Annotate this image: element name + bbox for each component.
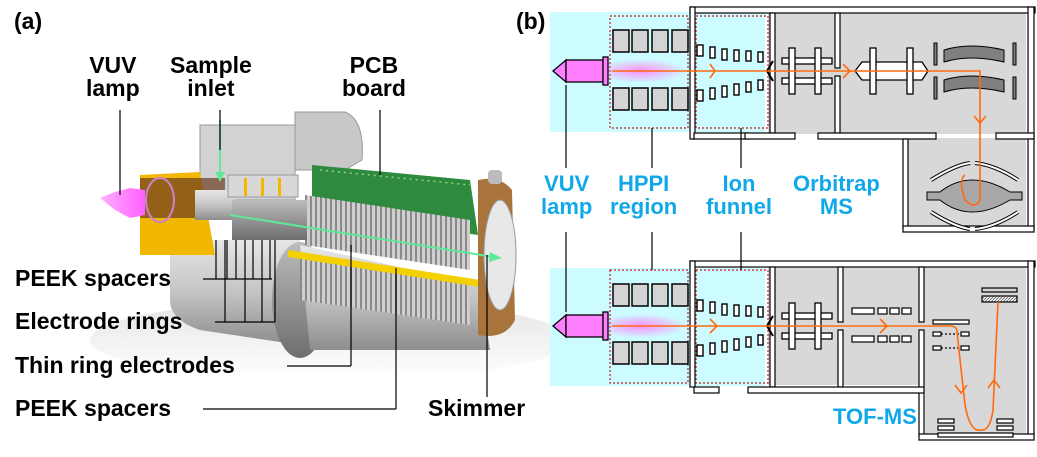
label-skimmer: Skimmer <box>428 395 526 421</box>
peek-spacer-rod <box>288 250 480 287</box>
panel-a-letter: (a) <box>14 8 43 34</box>
reflectron <box>937 418 1014 438</box>
label-peek-spacers-2: PEEK spacers <box>15 395 171 421</box>
tof-detector <box>981 287 1018 303</box>
pcb-traces <box>319 169 471 186</box>
label-peek-spacers-1: PEEK spacers <box>15 265 171 291</box>
thin-ring-electrode-stack-upper <box>305 195 470 270</box>
label-line: VUV <box>89 52 137 78</box>
vuv-lamp-bulb <box>100 188 145 218</box>
panel-a-leader-lines <box>119 110 488 410</box>
c-trap <box>933 42 1017 100</box>
label-line: Sample <box>170 52 252 78</box>
label-line: PCB <box>349 52 399 78</box>
label-orbitrap-ms: Orbitrap MS <box>793 172 880 218</box>
panel-b-schematic <box>550 6 1036 441</box>
vacuum-chamber-bottom <box>768 265 1026 385</box>
label-line: board <box>342 75 406 101</box>
label-sample-inlet: Sample inlet <box>170 54 252 100</box>
flange-bolt <box>488 170 502 184</box>
label-pcb-board: PCB board <box>342 54 406 100</box>
electrode-rings-stack <box>227 174 307 240</box>
ion-path-orbitrap <box>612 63 987 206</box>
ion-funnel-electrodes-bottom <box>696 299 764 357</box>
vuv-lamp-schematic-top <box>551 56 609 86</box>
label-vuv-lamp-a: VUV lamp <box>86 54 140 100</box>
label-line: MS <box>819 194 853 220</box>
label-line: region <box>610 194 678 220</box>
label-line: funnel <box>706 194 772 220</box>
outer-housing <box>170 240 300 345</box>
label-line: lamp <box>541 194 593 220</box>
label-line: Orbitrap <box>793 171 880 196</box>
label-tof-ms: TOF-MS <box>833 404 917 429</box>
vuv-lamp-schematic-bottom <box>551 311 609 341</box>
label-thin-ring-electrodes: Thin ring electrodes <box>15 352 235 378</box>
label-line: HPPI <box>617 171 670 196</box>
label-line: inlet <box>187 75 235 101</box>
orbitrap-configuration <box>550 6 1036 233</box>
label-hppi-region: HPPI region <box>610 172 677 218</box>
label-electrode-rings: Electrode rings <box>15 308 183 334</box>
label-ion-funnel: Ion funnel <box>706 172 772 218</box>
label-vuv-lamp-b: VUV lamp <box>541 172 592 218</box>
ion-path-tof <box>612 301 1001 431</box>
hppi-electrodes-bottom <box>612 283 689 365</box>
panel-b-leader-lines <box>565 85 742 312</box>
device-render <box>90 111 570 380</box>
label-line: Ion <box>722 171 756 196</box>
label-line: VUV <box>544 171 590 196</box>
ion-funnel-electrodes-top <box>696 44 764 102</box>
orbitrap-cell <box>926 161 1023 231</box>
panel-b-letter: (b) <box>516 8 546 34</box>
flange-top <box>294 111 363 171</box>
lamp-ring <box>145 177 175 223</box>
hppi-electrodes-top <box>612 29 689 111</box>
ion-lens-stack <box>851 307 912 343</box>
label-line: lamp <box>86 75 140 101</box>
thin-ring-electrode-stack-lower <box>300 255 470 325</box>
skimmer-plate <box>483 199 517 311</box>
tof-configuration <box>550 260 1036 441</box>
